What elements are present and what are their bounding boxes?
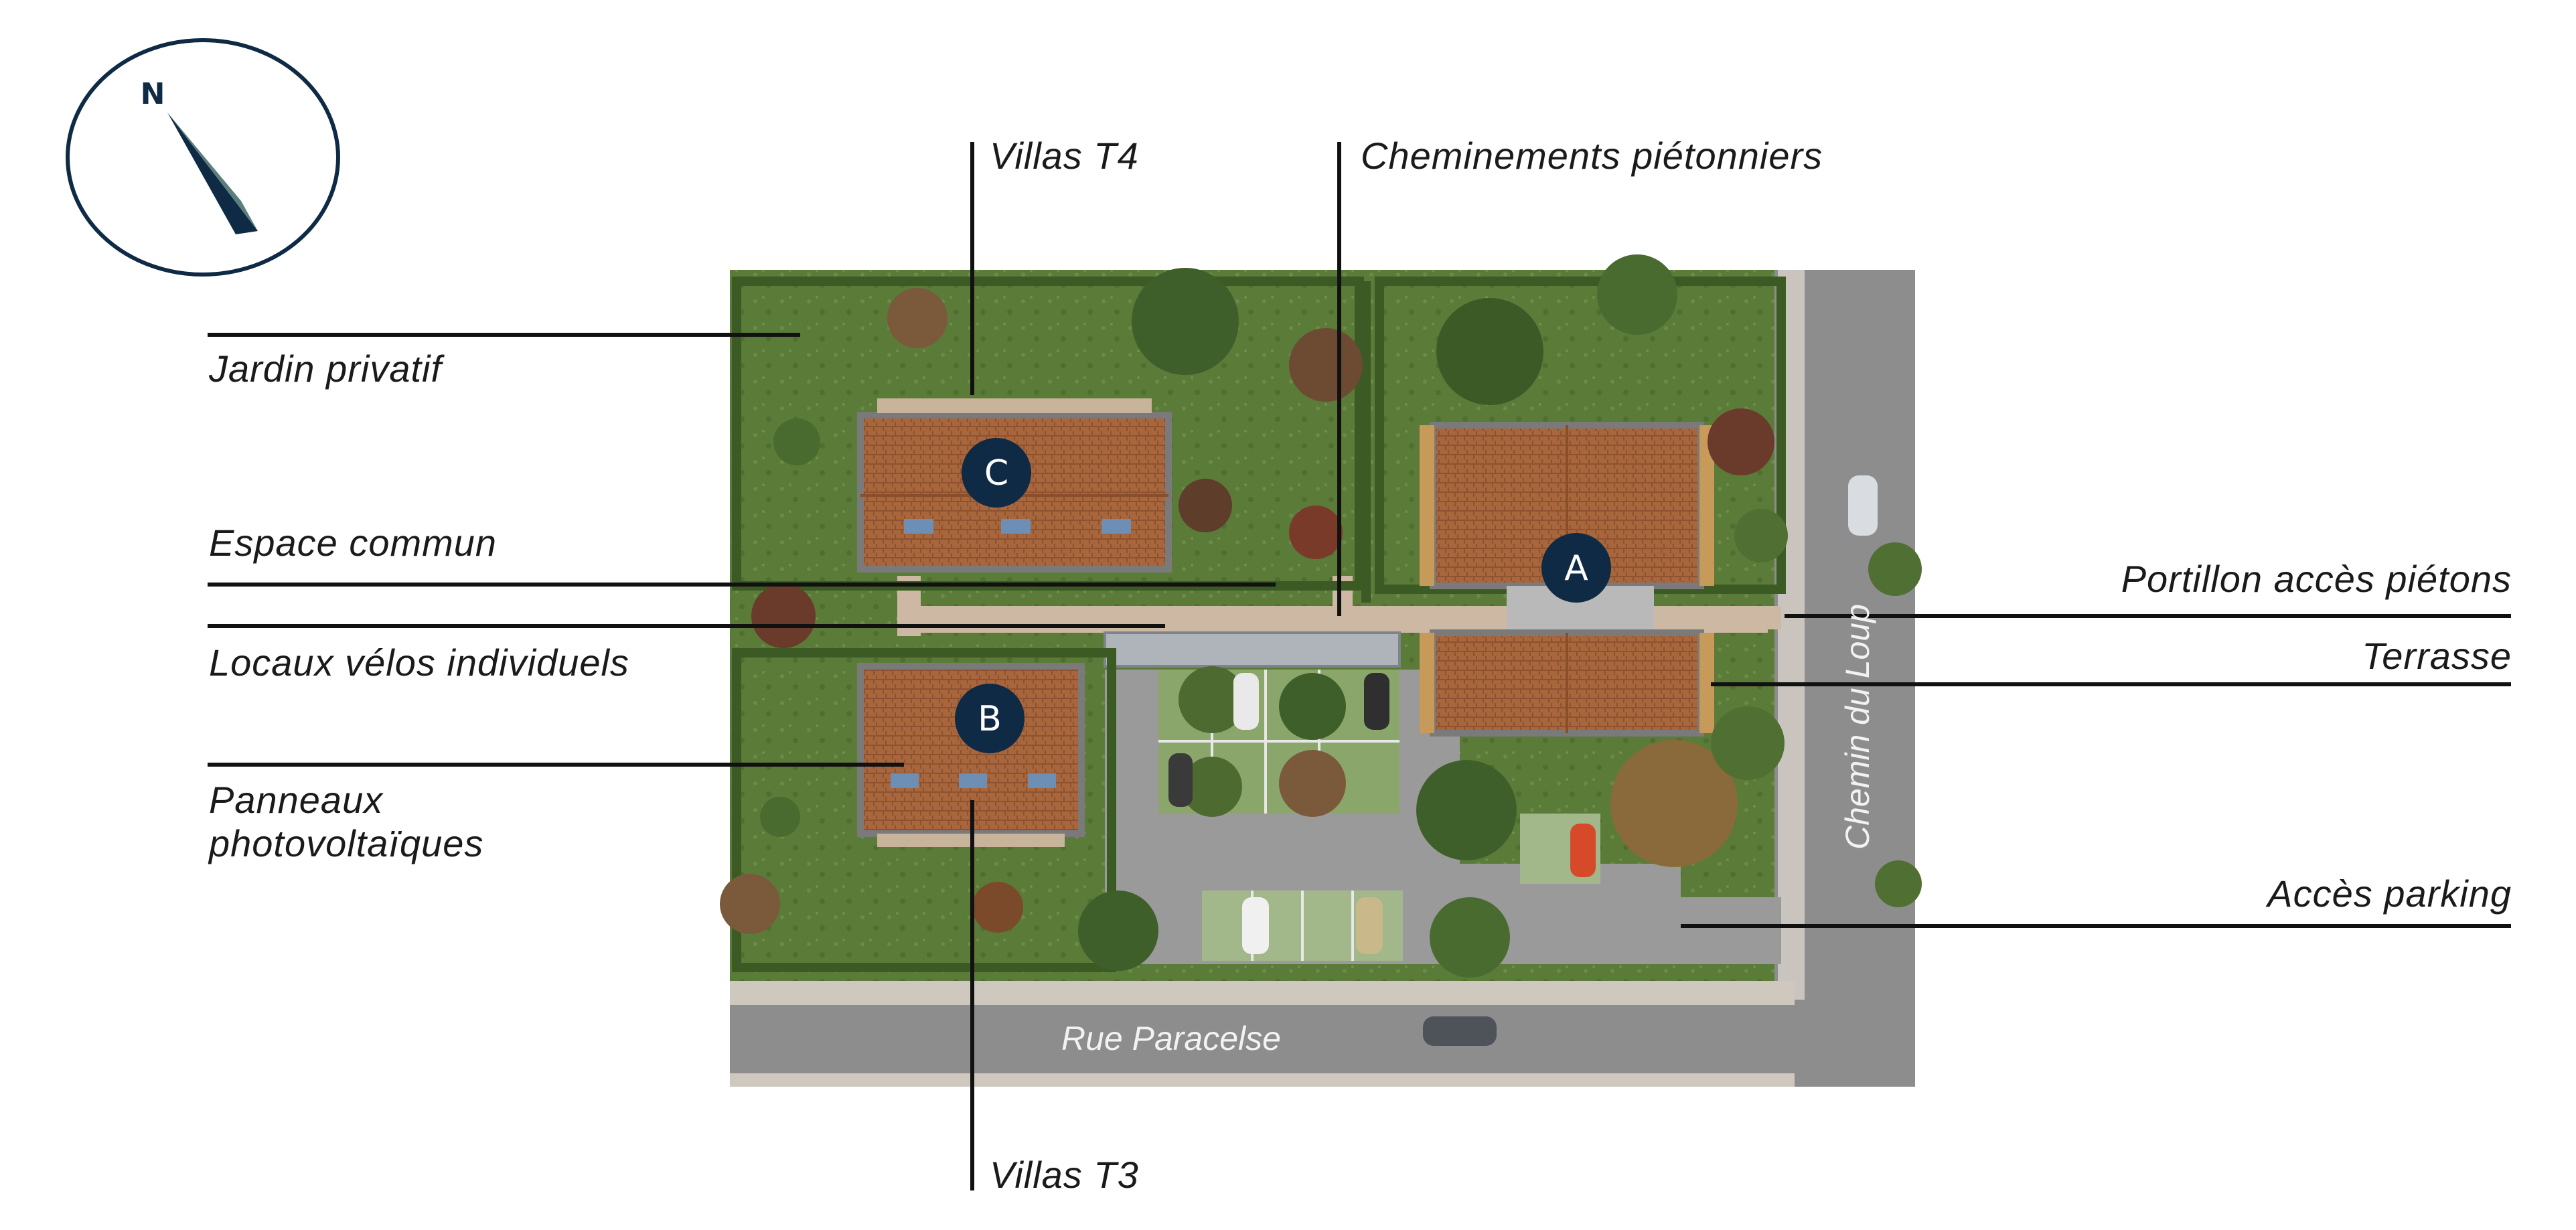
label-cheminements-pietonniers: Cheminements piétonniers — [1361, 135, 1823, 177]
leader-lines — [208, 142, 2511, 1190]
sidewalk-rue-paracelse — [730, 981, 1795, 1005]
label-panneaux-line2: photovoltaïques — [209, 822, 484, 864]
aerial-site-map: C B A — [720, 254, 1922, 1087]
label-portillon-acces-pietons: Portillon accès piétons — [2121, 558, 2512, 600]
label-villas-t4: Villas T4 — [990, 135, 1139, 177]
trees — [720, 254, 1922, 978]
badge-c-label: C — [984, 453, 1008, 493]
north-arrow-icon — [167, 112, 258, 234]
label-jardin-privatif: Jardin privatif — [209, 348, 443, 390]
label-acces-parking: Accès parking — [2267, 872, 2512, 915]
label-panneaux-line1: Panneaux — [209, 779, 384, 821]
bike-shelter — [1104, 631, 1401, 668]
label-espace-commun: Espace commun — [209, 522, 498, 564]
street-rue-paracelse: Rue Paracelse — [1061, 1020, 1281, 1057]
badge-b-label: B — [978, 699, 1002, 739]
compass: N — [66, 38, 340, 277]
cars — [1168, 475, 1878, 1046]
sidewalk-bottom — [730, 1073, 1795, 1087]
road-rue-paracelse — [730, 1000, 1915, 1087]
badge-a-label: A — [1564, 548, 1588, 589]
label-locaux-velos: Locaux vélos individuels — [209, 641, 629, 684]
street-chemin-du-loup: Chemin du Loup — [1839, 604, 1876, 850]
badge-b: B — [955, 684, 1025, 753]
badge-a: A — [1541, 533, 1611, 603]
badge-c: C — [962, 438, 1031, 508]
building-a — [1420, 422, 1714, 737]
label-villas-t3: Villas T3 — [990, 1154, 1139, 1196]
north-label: N — [141, 77, 165, 111]
label-terrasse: Terrasse — [2362, 635, 2512, 677]
